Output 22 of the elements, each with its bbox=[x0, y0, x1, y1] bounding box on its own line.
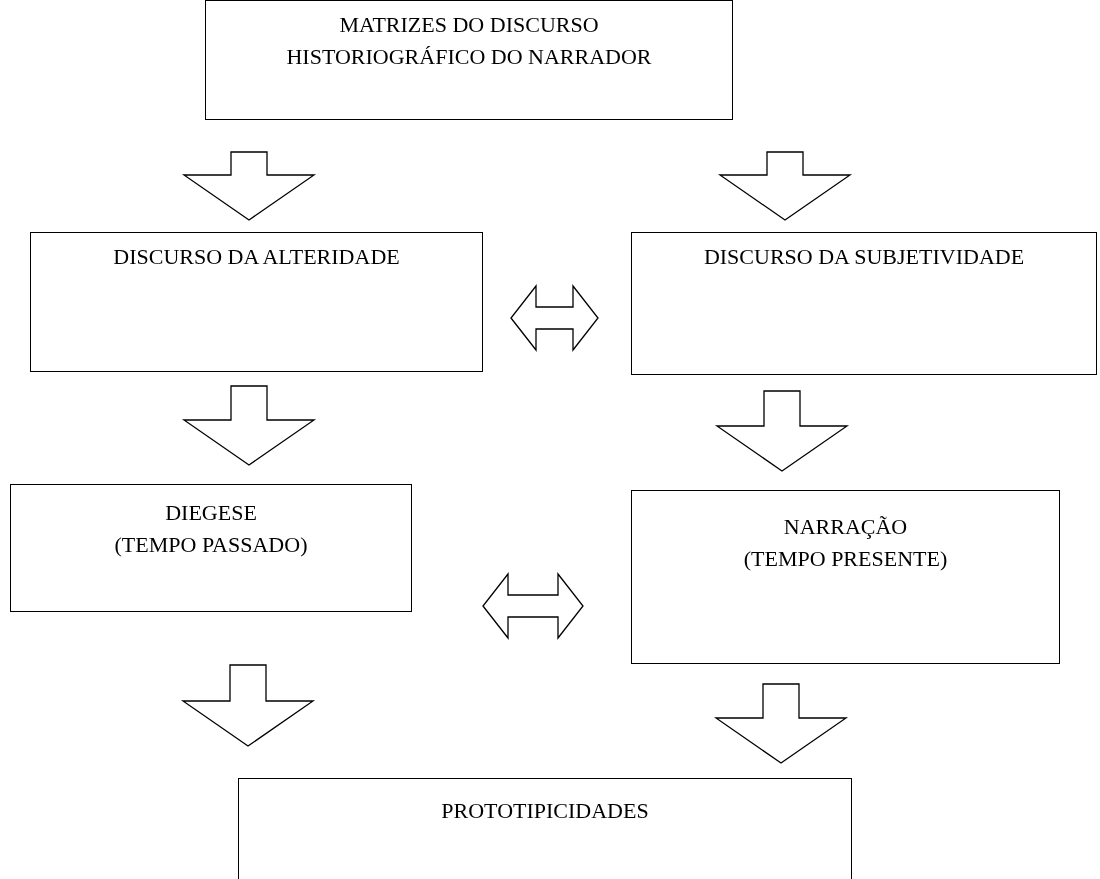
block-arrow bbox=[713, 683, 849, 764]
double-block-arrow bbox=[482, 572, 584, 640]
box-text: NARRAÇÃO bbox=[782, 513, 909, 541]
box-text: DISCURSO DA SUBJETIVIDADE bbox=[702, 243, 1026, 271]
double-block-arrow bbox=[510, 284, 599, 352]
box-text: MATRIZES DO DISCURSO HISTORIOGRÁFICO DO NARRADOR bbox=[285, 11, 653, 71]
process-box bbox=[205, 0, 733, 120]
block-arrow bbox=[181, 385, 317, 466]
box-text: DIEGESE bbox=[164, 499, 258, 527]
block-arrow bbox=[714, 390, 850, 472]
box-text: PROTOTIPICIDADES bbox=[440, 797, 650, 825]
process-box bbox=[30, 232, 483, 372]
process-box bbox=[10, 484, 412, 612]
process-box bbox=[631, 490, 1060, 664]
block-arrow bbox=[717, 151, 853, 221]
box-text: (TEMPO PRESENTE) bbox=[742, 544, 949, 573]
box-text: DISCURSO DA ALTERIDADE bbox=[112, 243, 401, 271]
process-box bbox=[631, 232, 1097, 375]
box-text: (TEMPO PASSADO) bbox=[113, 530, 309, 559]
block-arrow bbox=[181, 151, 317, 221]
process-box bbox=[238, 778, 852, 879]
block-arrow bbox=[180, 664, 316, 747]
